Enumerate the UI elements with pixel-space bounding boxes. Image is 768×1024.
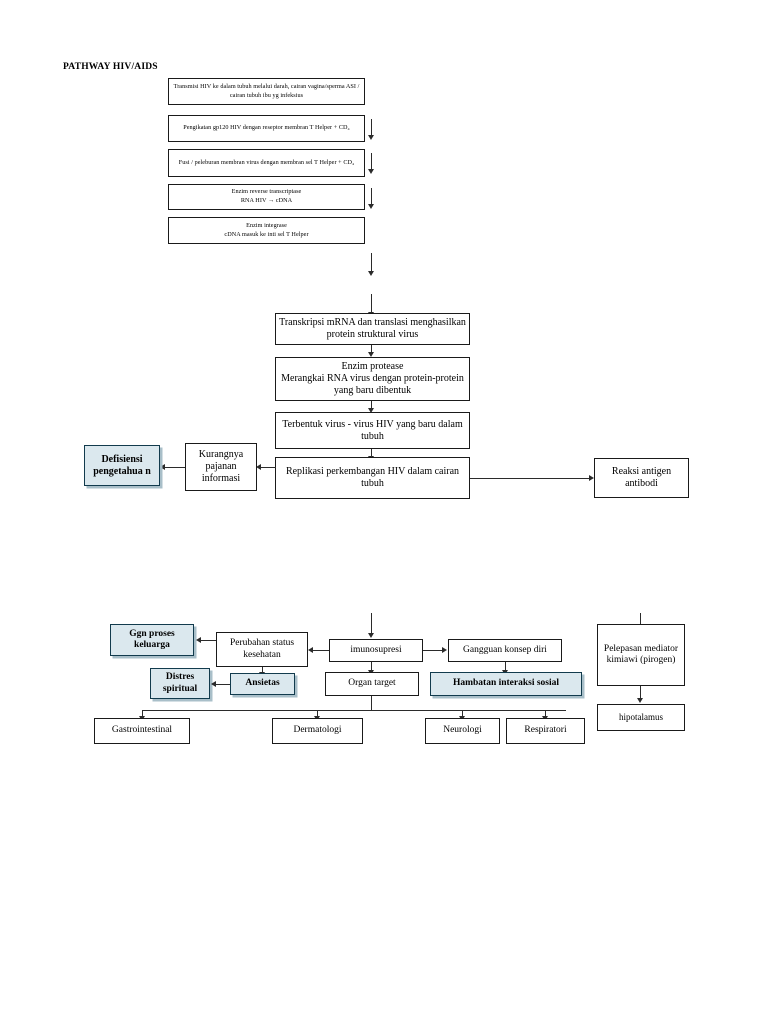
- node-replikasi: Replikasi perkembangan HIV dalam cairan …: [275, 457, 470, 499]
- connector-bus-neurologi: [462, 710, 463, 719]
- connector-transkripsi-protease: [371, 345, 372, 354]
- node-pengikatan-label: Pengikatan gp120 HIV dengan reseptor mem…: [183, 124, 350, 131]
- arrowhead-pengikatan-down: [368, 135, 374, 140]
- node-dermatologi: Dermatologi: [272, 718, 363, 744]
- node-kurangnya-pajanan-label: Kurangnya pajanan informasi: [198, 449, 244, 484]
- node-reaksi-antigen-label: Reaksi antigen antibodi: [611, 466, 672, 489]
- node-reverse-transcriptase: Enzim reverse transcriptase RNA HIV → cD…: [168, 184, 365, 210]
- node-dermatologi-label: Dermatologi: [293, 725, 342, 736]
- node-gastrointestinal-label: Gastrointestinal: [111, 725, 173, 736]
- node-protease-body: Merangkai RNA virus dengan protein-prote…: [281, 373, 464, 396]
- connector-bus-dermatologi: [317, 710, 318, 719]
- node-neurologi: Neurologi: [425, 718, 500, 744]
- connector-protease-terbentuk: [371, 401, 372, 411]
- arrowhead-protease-terbentuk: [368, 408, 374, 413]
- arrowhead-imunosupresi-gangguan: [442, 647, 447, 653]
- node-kurangnya-pajanan: Kurangnya pajanan informasi: [185, 443, 257, 491]
- node-distres-spiritual: Distres spiritual: [150, 668, 210, 699]
- connector-terbentuk-replikasi: [371, 449, 372, 459]
- connector-pelepasan-hipotalamus: [640, 686, 641, 700]
- node-organ-target-label: Organ target: [348, 678, 396, 689]
- connector-bus-gastrointestinal: [142, 710, 143, 719]
- node-integrase-title: Enzim integrase: [246, 221, 287, 229]
- node-pelepasan-mediator: Pelepasan mediator kimiawi (pirogen): [597, 624, 685, 686]
- connector-ansietas-distres: [214, 684, 230, 685]
- connector-imunosupresi-organ: [371, 662, 372, 673]
- node-protease-title: Enzim protease: [341, 361, 404, 373]
- node-integrase-body: cDNA masuk ke inti sel T Helper: [224, 230, 309, 238]
- connector-reverse-down: [371, 188, 372, 205]
- arrowhead-pajanan-defisiensi: [160, 464, 165, 470]
- connector-bus-respiratori: [545, 710, 546, 719]
- arrowhead-pelepasan-hipotalamus: [637, 698, 643, 703]
- node-gangguan-konsep-diri-label: Gangguan konsep diri: [463, 644, 547, 655]
- node-imunosupresi-label: imunosupresi: [350, 644, 402, 655]
- node-fusi: Fusi / peleburan membran virus dengan me…: [168, 149, 365, 177]
- connector-pengikatan-down: [371, 119, 372, 136]
- connector-organ-bus: [371, 696, 372, 710]
- connector-imunosupresi-gangguan: [423, 650, 443, 651]
- connector-into-pelepasan: [640, 613, 641, 634]
- node-transmisi-label: Transmisi HIV ke dalam tubuh melalui dar…: [173, 82, 360, 99]
- connector-pajanan-defisiensi: [163, 467, 185, 468]
- node-gangguan-konsep-diri: Gangguan konsep diri: [448, 639, 562, 662]
- arrowhead-ansietas-distres: [211, 681, 216, 687]
- connector-into-imunosupresi: [371, 613, 372, 634]
- arrowhead-into-imunosupresi: [368, 633, 374, 638]
- node-terbentuk-virus-label: Terbentuk virus - virus HIV yang baru da…: [282, 418, 463, 442]
- arrowhead-reverse-down: [368, 204, 374, 209]
- node-pengikatan: Pengikatan gp120 HIV dengan reseptor mem…: [168, 115, 365, 142]
- node-reaksi-antigen: Reaksi antigen antibodi: [594, 458, 689, 498]
- node-fusi-label: Fusi / peleburan membran virus dengan me…: [178, 158, 355, 166]
- node-defisiensi-pengetahuan: Defisiensi pengetahua n: [84, 445, 160, 486]
- node-hambatan-interaksi: Hambatan interaksi sosial: [430, 672, 582, 696]
- node-reverse-transcriptase-title: Enzim reverse transcriptase: [231, 188, 302, 196]
- connector-perubahan-ggn: [199, 640, 216, 641]
- connector-to-transkripsi: [371, 294, 372, 313]
- arrowhead-fusi-down: [368, 169, 374, 174]
- node-hambatan-interaksi-label: Hambatan interaksi sosial: [452, 678, 560, 689]
- arrowhead-replikasi-pajanan: [256, 464, 261, 470]
- node-ggn-proses-keluarga: Ggn proses keluarga: [110, 624, 194, 656]
- node-organ-target: Organ target: [325, 672, 419, 696]
- connector-fusi-down: [371, 153, 372, 170]
- node-transkripsi-label: Transkripsi mRNA dan translasi menghasil…: [279, 317, 466, 340]
- node-imunosupresi: imunosupresi: [329, 639, 423, 662]
- node-perubahan-status: Perubahan status kesehatan: [216, 632, 308, 667]
- node-hipotalamus: hipotalamus: [597, 704, 685, 731]
- node-respiratori: Respiratori: [506, 718, 585, 744]
- node-respiratori-label: Respiratori: [524, 725, 567, 736]
- node-hipotalamus-label: hipotalamus: [619, 712, 663, 723]
- node-ggn-proses-keluarga-label: Ggn proses keluarga: [129, 628, 175, 650]
- node-defisiensi-pengetahuan-label: Defisiensi pengetahua n: [93, 453, 151, 477]
- connector-imunosupresi-perubahan: [311, 650, 329, 651]
- connector-replikasi-reaksi: [470, 478, 590, 479]
- connector-replikasi-pajanan: [259, 467, 276, 468]
- arrowhead-replikasi-reaksi: [589, 475, 594, 481]
- node-perubahan-status-label: Perubahan status kesehatan: [229, 638, 295, 660]
- node-ansietas-label: Ansietas: [245, 678, 280, 689]
- node-replikasi-label: Replikasi perkembangan HIV dalam cairan …: [285, 466, 460, 489]
- node-protease: Enzim protease Merangkai RNA virus denga…: [275, 357, 470, 401]
- connector-bottom-bus: [142, 710, 566, 711]
- node-gastrointestinal: Gastrointestinal: [94, 718, 190, 744]
- node-transmisi: Transmisi HIV ke dalam tubuh melalui dar…: [168, 78, 365, 105]
- arrowhead-perubahan-ggn: [196, 637, 201, 643]
- node-terbentuk-virus: Terbentuk virus - virus HIV yang baru da…: [275, 412, 470, 449]
- arrowhead-imunosupresi-perubahan: [308, 647, 313, 653]
- arrowhead-integrase-down: [368, 271, 374, 276]
- arrowhead-transkripsi-protease: [368, 352, 374, 357]
- node-transkripsi: Transkripsi mRNA dan translasi menghasil…: [275, 313, 470, 345]
- node-neurologi-label: Neurologi: [443, 725, 482, 736]
- node-pelepasan-mediator-label: Pelepasan mediator kimiawi (pirogen): [603, 643, 679, 665]
- node-reverse-transcriptase-body: RNA HIV → cDNA: [240, 197, 293, 204]
- connector-integrase-down: [371, 253, 372, 272]
- node-integrase: Enzim integrase cDNA masuk ke inti sel T…: [168, 217, 365, 244]
- connector-gangguan-hambatan: [505, 662, 506, 673]
- connector-perubahan-ansietas: [262, 667, 263, 675]
- node-ansietas: Ansietas: [230, 673, 295, 695]
- page-title: PATHWAY HIV/AIDS: [63, 62, 158, 72]
- node-distres-spiritual-label: Distres spiritual: [162, 672, 198, 694]
